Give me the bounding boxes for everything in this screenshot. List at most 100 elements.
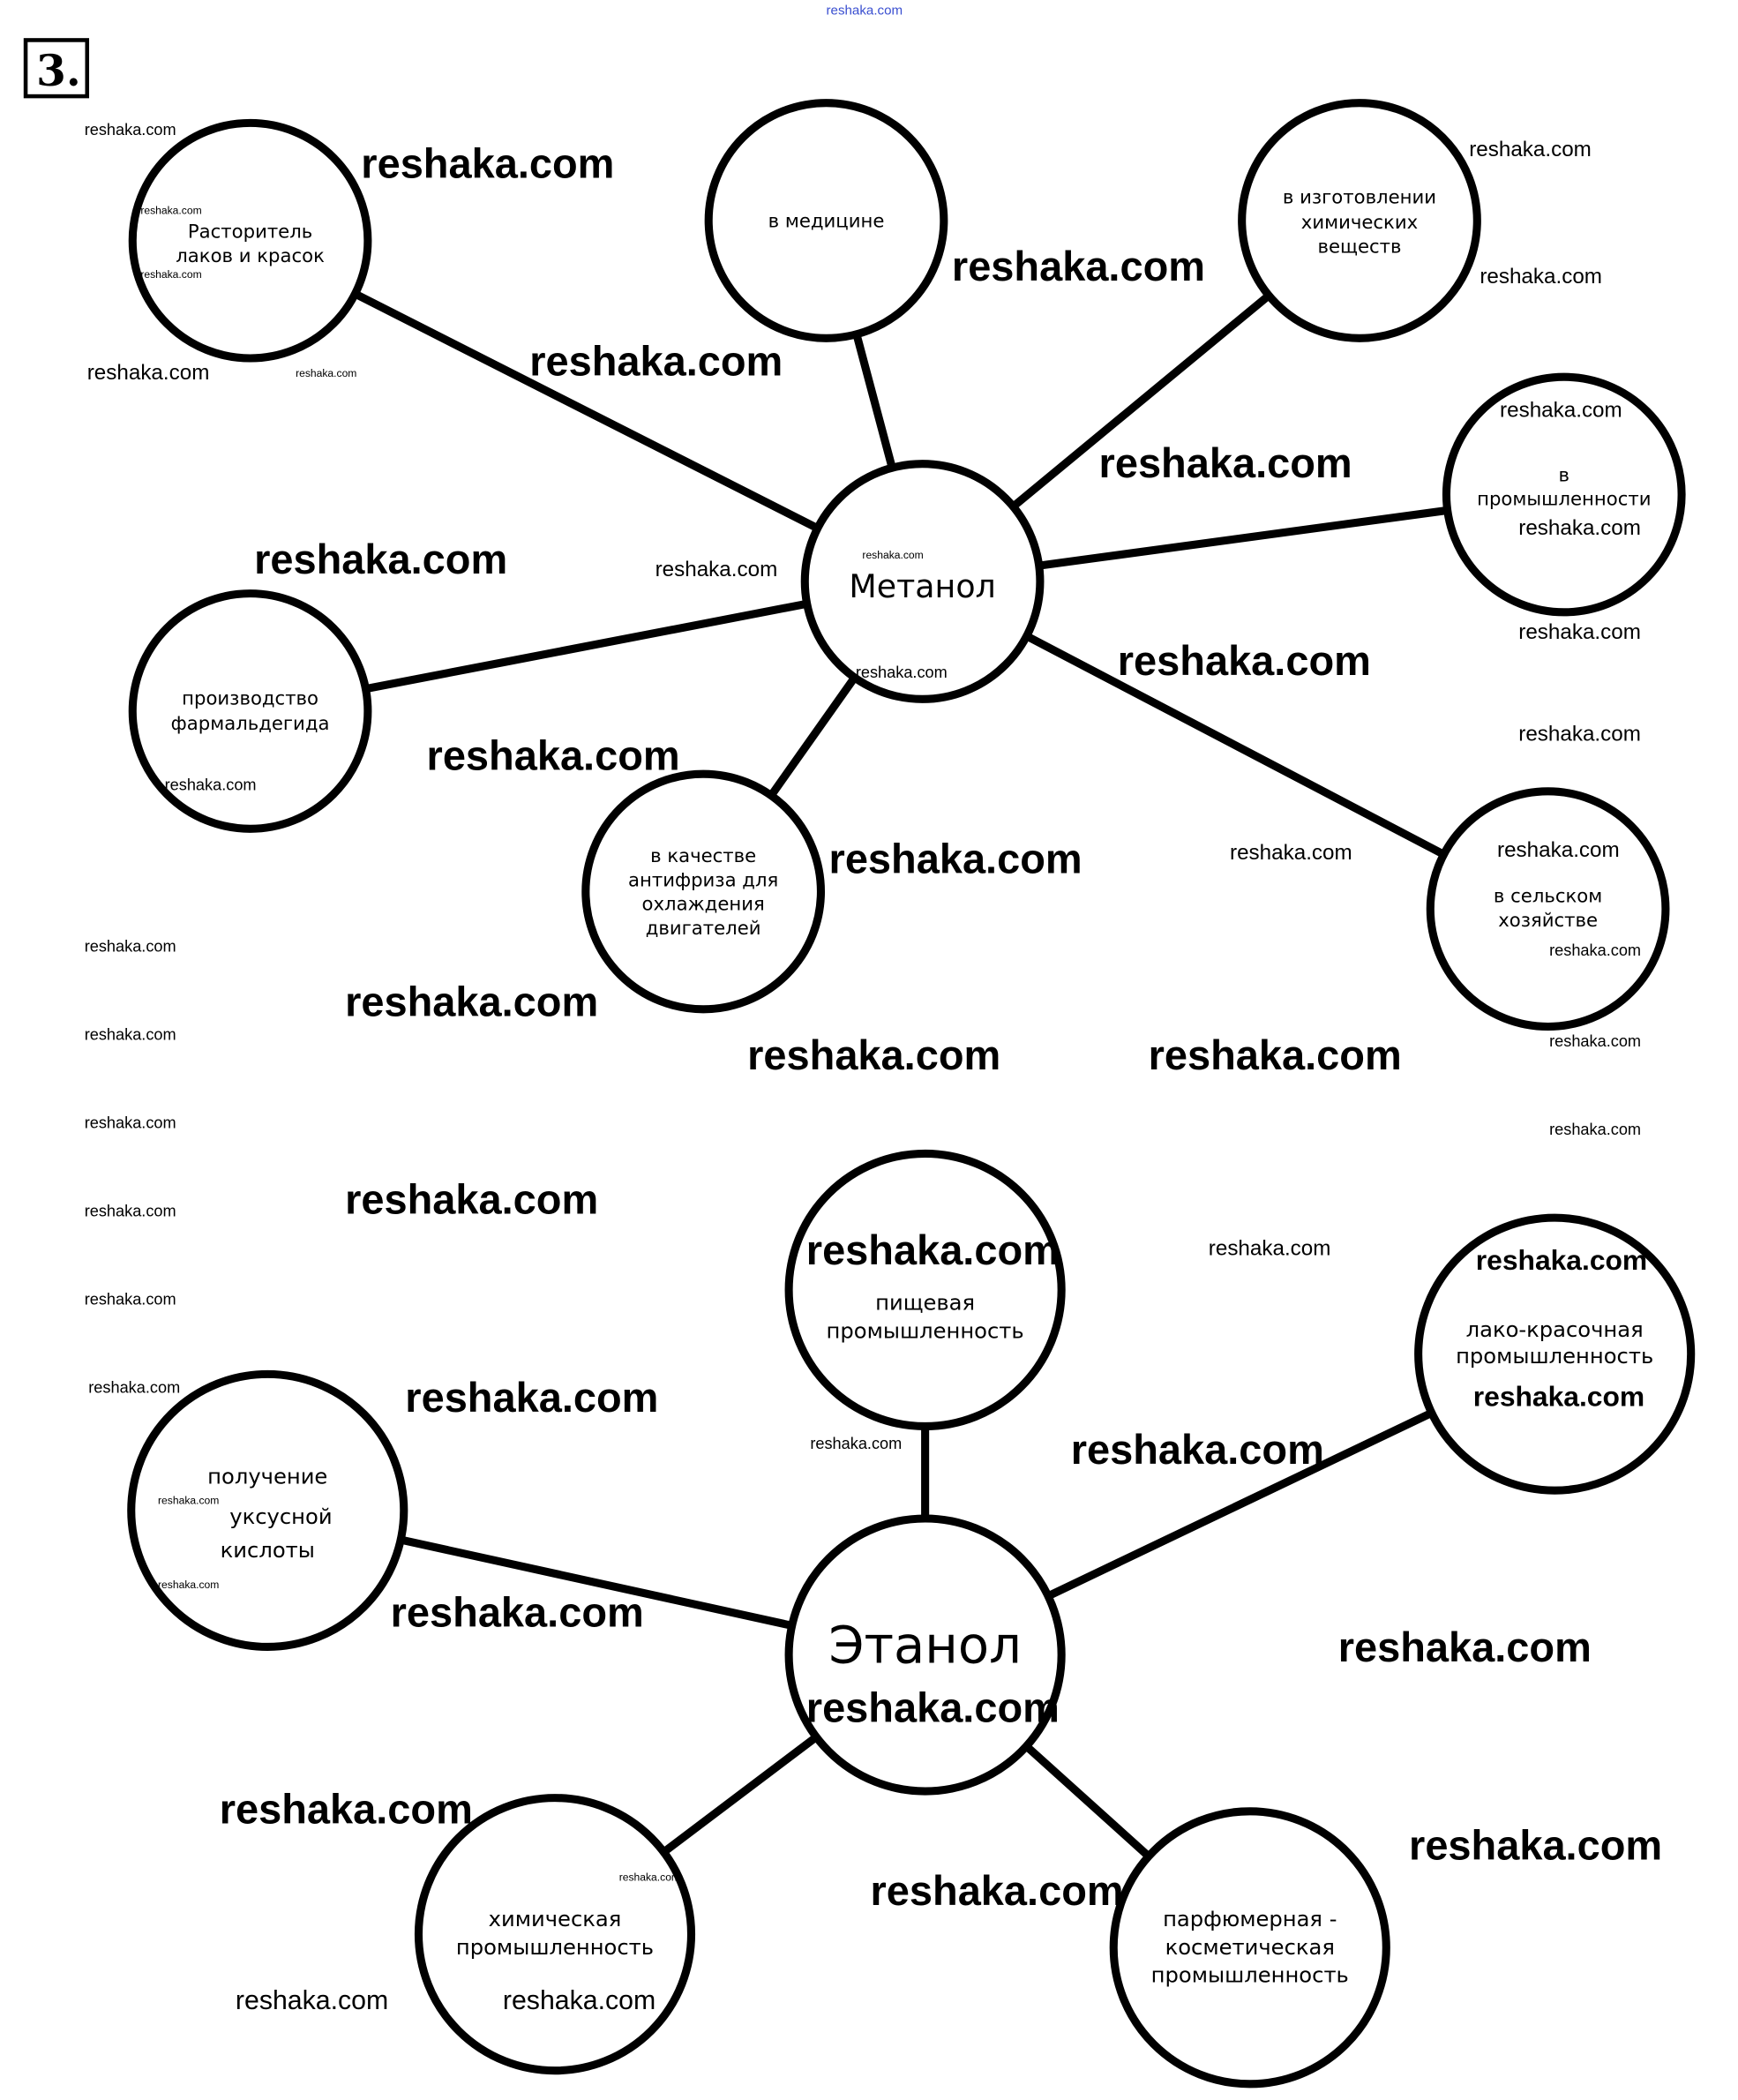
watermark: reshaka.com [747, 1031, 1000, 1078]
svg-text:лаков и красок: лаков и красок [176, 244, 325, 266]
watermark: reshaka.com [856, 664, 948, 681]
watermark: reshaka.com [529, 338, 783, 385]
watermark: reshaka.com [1549, 1032, 1641, 1050]
methanol-center-node: Метанол [800, 460, 1045, 703]
watermark: reshaka.com [140, 268, 201, 281]
watermark: reshaka.com [1071, 1426, 1324, 1473]
svg-text:лако-красочная: лако-красочная [1466, 1317, 1644, 1342]
watermark: reshaka.com [1469, 138, 1592, 161]
svg-text:Расторитель: Расторитель [188, 221, 312, 243]
use-node-industry: в промышленности [1442, 372, 1686, 617]
methanol-label: Метанол [849, 567, 995, 605]
svg-text:веществ: веществ [1317, 235, 1401, 257]
svg-text:промышленность: промышленность [456, 1935, 654, 1960]
watermark: reshaka.com [827, 4, 903, 19]
watermark: reshaka.com [871, 1867, 1124, 1914]
watermark: reshaka.com [1149, 1031, 1402, 1078]
svg-text:химическая: химическая [489, 1907, 622, 1931]
watermark: reshaka.com [655, 558, 778, 581]
watermark: reshaka.com [1549, 941, 1641, 959]
watermark: reshaka.com [1230, 841, 1352, 865]
watermark: reshaka.com [1473, 1381, 1644, 1413]
watermark: reshaka.com [85, 121, 176, 139]
svg-text:в: в [1559, 463, 1570, 485]
watermark: reshaka.com [1118, 637, 1371, 684]
watermark: reshaka.com [85, 1203, 176, 1220]
watermark: reshaka.com [1500, 399, 1622, 423]
watermark: reshaka.com [806, 1226, 1060, 1273]
ethanol-center-node: Этанол [784, 1514, 1066, 1796]
watermark: reshaka.com [254, 536, 507, 582]
watermark: reshaka.com [1480, 265, 1602, 289]
use-node-agriculture: в сельском хозяйстве [1426, 787, 1670, 1031]
watermark: reshaka.com [427, 732, 680, 779]
watermark: reshaka.com [1518, 516, 1641, 540]
watermark: reshaka.com [1518, 620, 1641, 644]
task-number: 3. [36, 46, 81, 96]
svg-text:охлаждения: охлаждения [642, 893, 765, 915]
use-node-antifreeze: в качестве антифриза для охлаждения двиг… [581, 769, 826, 1014]
svg-text:в изготовлении: в изготовлении [1283, 185, 1436, 207]
watermark: reshaka.com [405, 1374, 658, 1421]
watermark: reshaka.com [1209, 1237, 1331, 1261]
svg-text:промышленность: промышленность [1151, 1963, 1349, 1988]
svg-text:кислоты: кислоты [221, 1538, 315, 1563]
watermark: reshaka.com [87, 361, 210, 385]
watermark: reshaka.com [952, 243, 1205, 289]
svg-text:получение: получение [207, 1465, 327, 1489]
watermark: reshaka.com [236, 1986, 388, 2015]
use-node-formaldehyde: производство фармальдегида [128, 589, 372, 833]
watermark: reshaka.com [85, 938, 176, 956]
task-number-box [23, 38, 90, 99]
watermark: reshaka.com [829, 835, 1083, 881]
svg-text:антифриза для: антифриза для [628, 868, 778, 890]
use-node-solvent: Расторитель лаков и красок [128, 118, 372, 363]
svg-text:химических: химических [1301, 211, 1418, 233]
svg-text:двигателей: двигателей [646, 917, 761, 939]
watermark: reshaka.com [862, 549, 923, 561]
watermark: reshaka.com [503, 1986, 655, 2015]
svg-text:в сельском: в сельском [1494, 885, 1602, 907]
use-node-medicine: в медицине [704, 99, 948, 342]
watermark: reshaka.com [296, 367, 356, 379]
watermark: reshaka.com [391, 1589, 644, 1636]
watermark: reshaka.com [1409, 1821, 1662, 1868]
watermark: reshaka.com [85, 1291, 176, 1309]
svg-text:уксусной: уксусной [229, 1504, 332, 1529]
svg-text:в качестве: в качестве [650, 844, 756, 866]
svg-text:пищевая: пищевая [875, 1291, 975, 1316]
use-node-perfume: парфюмерная - косметическая промышленнос… [1109, 1807, 1390, 2089]
use-node-chemical-industry: химическая промышленность [414, 1794, 696, 2075]
watermark: reshaka.com [806, 1684, 1060, 1730]
ethanol-label: Этанол [828, 1616, 1022, 1676]
svg-text:в медицине: в медицине [768, 210, 885, 232]
watermark: reshaka.com [220, 1785, 473, 1832]
watermark: reshaka.com [619, 1871, 680, 1884]
watermark: reshaka.com [361, 139, 614, 186]
watermark: reshaka.com [165, 776, 257, 793]
svg-text:фармальдегида: фармальдегида [171, 712, 330, 734]
use-node-chemicals: в изготовлении химических веществ [1238, 99, 1481, 342]
watermark: reshaka.com [1476, 1244, 1647, 1276]
use-node-food: пищевая промышленность [784, 1149, 1066, 1431]
watermark: reshaka.com [1099, 439, 1352, 486]
svg-text:промышленности: промышленности [1477, 488, 1651, 510]
watermark: reshaka.com [88, 1379, 180, 1397]
watermarks: reshaka.com reshaka.com reshaka.com resh… [85, 121, 1662, 2015]
watermark: reshaka.com [345, 978, 598, 1024]
watermark: reshaka.com [810, 1435, 902, 1452]
svg-text:промышленность: промышленность [827, 1318, 1024, 1343]
watermark: reshaka.com [1518, 722, 1641, 746]
svg-text:парфюмерная -: парфюмерная - [1163, 1907, 1337, 1931]
use-node-paint: лако-красочная промышленность [1414, 1213, 1696, 1495]
use-node-acetic-acid: получение уксусной кислоты [127, 1369, 408, 1651]
watermark: reshaka.com [1497, 838, 1620, 862]
watermark: reshaka.com [1549, 1121, 1641, 1138]
watermark: reshaka.com [158, 1579, 219, 1591]
watermark: reshaka.com [85, 1114, 176, 1132]
svg-text:косметическая: косметическая [1165, 1935, 1335, 1960]
watermark: reshaka.com [345, 1176, 598, 1223]
watermark: reshaka.com [140, 204, 201, 216]
svg-text:хозяйстве: хозяйстве [1498, 909, 1598, 931]
